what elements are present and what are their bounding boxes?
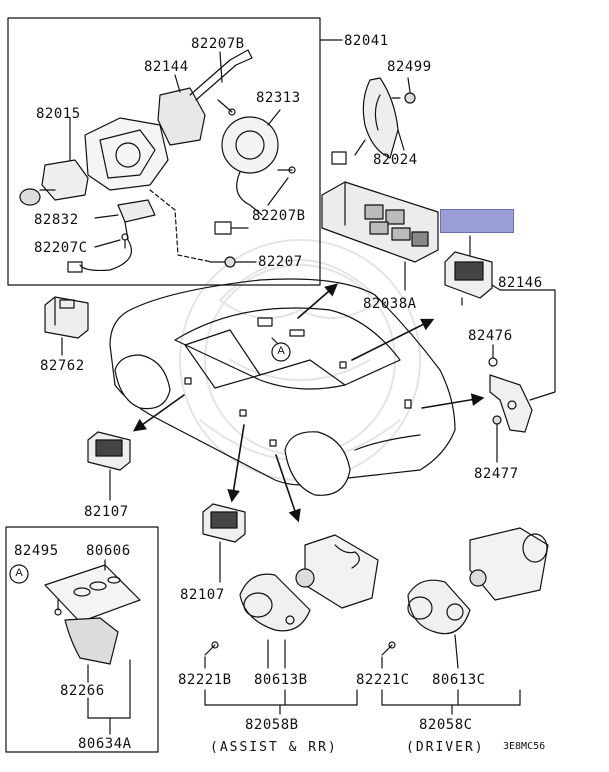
label-80613b: 80613B: [254, 672, 308, 688]
label-82207b-bottom: 82207B: [252, 208, 306, 224]
label-82762: 82762: [40, 358, 85, 374]
label-82266: 82266: [60, 683, 105, 699]
part-82107-left: [87, 431, 131, 501]
caption-assist: (ASSIST & RR): [210, 740, 338, 755]
arrows: [132, 283, 485, 523]
callout-a-detail-label: A: [15, 567, 23, 579]
label-82107-left: 82107: [84, 504, 129, 520]
label-82144: 82144: [144, 59, 189, 75]
label-82221b: 82221B: [178, 672, 232, 688]
callout-a-car: A: [277, 345, 285, 357]
diagram-code: 3E8MC56: [503, 741, 546, 752]
leader-82146: [499, 289, 556, 401]
part-82762: [44, 296, 89, 356]
label-80613c: 80613C: [432, 672, 486, 688]
label-82146: 82146: [498, 275, 543, 291]
label-80634a: 80634A: [78, 736, 132, 752]
label-82477: 82477: [474, 466, 519, 482]
part-82476-82477: [488, 344, 533, 463]
column-switch-assembly: [19, 49, 296, 273]
highlight-box: [440, 209, 514, 233]
part-82058b: [204, 534, 379, 715]
part-82038a: [321, 181, 439, 291]
part-82107-center: [202, 503, 246, 583]
label-80606: 80606: [86, 543, 131, 559]
callout-a-detail: [9, 559, 141, 735]
label-82499: 82499: [387, 59, 432, 75]
label-82058b: 82058B: [245, 717, 299, 733]
label-82313: 82313: [256, 90, 301, 106]
label-82207c: 82207C: [34, 240, 88, 256]
label-82024: 82024: [373, 152, 418, 168]
label-82832: 82832: [34, 212, 79, 228]
caption-driver: (DRIVER): [406, 740, 485, 755]
screw-82207: [209, 256, 257, 268]
label-82058c: 82058C: [419, 717, 473, 733]
part-82024: [331, 77, 416, 165]
part-82058c: [381, 527, 549, 715]
label-82207: 82207: [258, 254, 303, 270]
frame-82041: [7, 17, 321, 286]
frame-callout-a: [5, 526, 159, 753]
part-82146: [444, 235, 493, 306]
label-82207b-top: 82207B: [191, 36, 245, 52]
label-82038a: 82038A: [363, 296, 417, 312]
label-82015: 82015: [36, 106, 81, 122]
label-82221c: 82221C: [356, 672, 410, 688]
label-82107-center: 82107: [180, 587, 225, 603]
label-82495: 82495: [14, 543, 59, 559]
label-82476: 82476: [468, 328, 513, 344]
label-82041: 82041: [344, 33, 389, 49]
car-body: [109, 278, 456, 496]
